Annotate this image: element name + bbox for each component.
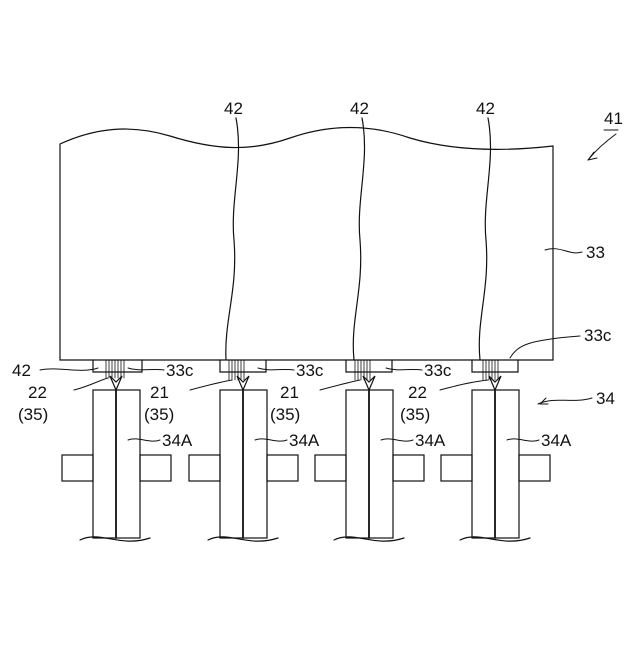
label-wire-1: 42	[224, 99, 243, 118]
label-paren-1: (35)	[18, 405, 48, 424]
label-recess-right: 33c	[584, 326, 612, 345]
label-conveyor-2: 34A	[289, 431, 320, 450]
conveyor-unit-4	[441, 376, 550, 538]
conveyor-breaks	[80, 537, 530, 541]
conveyor-units	[62, 376, 550, 538]
label-conveyor-3: 34A	[415, 431, 446, 450]
panel-outline	[60, 128, 553, 361]
label-recess-2: 33c	[296, 361, 324, 380]
label-part-3: 21	[280, 383, 299, 402]
label-paren-2: (35)	[144, 405, 174, 424]
label-wire-3: 42	[476, 99, 495, 118]
label-wire-left: 42	[12, 361, 31, 380]
label-part-1: 22	[28, 383, 47, 402]
label-conveyor-1: 34A	[162, 431, 193, 450]
label-recess-1: 33c	[166, 361, 194, 380]
label-mold-unit: 34	[596, 389, 615, 408]
label-panel: 33	[586, 243, 605, 262]
leader-lines	[40, 130, 618, 441]
label-recess-3: 33c	[424, 361, 452, 380]
label-part-4: 22	[408, 383, 427, 402]
label-paren-4: (35)	[400, 405, 430, 424]
label-wire-2: 42	[350, 99, 369, 118]
labels: 41 42 42 42 33 33c 42 33c 33c 33c 22 21 …	[12, 99, 623, 450]
label-part-2: 21	[150, 383, 169, 402]
label-paren-3: (35)	[270, 405, 300, 424]
label-assembly: 41	[604, 109, 623, 128]
label-conveyor-4: 34A	[541, 431, 572, 450]
wires	[226, 118, 491, 360]
